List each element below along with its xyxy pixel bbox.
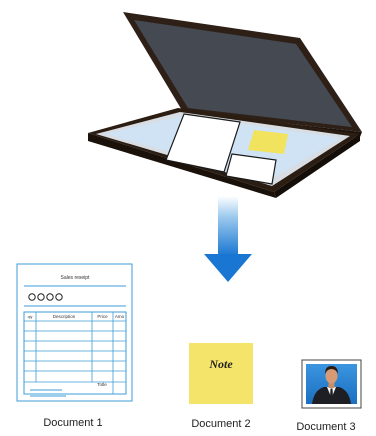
document-2-caption: Document 2: [166, 418, 276, 430]
document-3-caption: Document 3: [276, 421, 376, 433]
receipt-title: Sales reseipt: [61, 275, 91, 281]
column-header-description: Description: [53, 314, 76, 319]
note-text: Note: [208, 357, 233, 371]
flatbed-scanner-icon: [88, 12, 362, 198]
document-1-caption: Document 1: [18, 417, 128, 429]
sticky-note-icon: Note: [189, 343, 253, 404]
receipt-total-label: Totle: [97, 382, 107, 387]
down-arrow-icon: [204, 196, 252, 282]
receipt-icon: Sales reseipt qty Description Price Amo …: [17, 264, 132, 401]
column-header-amount: Amo: [115, 314, 125, 319]
portrait-photo-icon: [302, 360, 361, 408]
column-header-price: Price: [97, 314, 108, 319]
column-header-qty: qty: [28, 315, 33, 319]
